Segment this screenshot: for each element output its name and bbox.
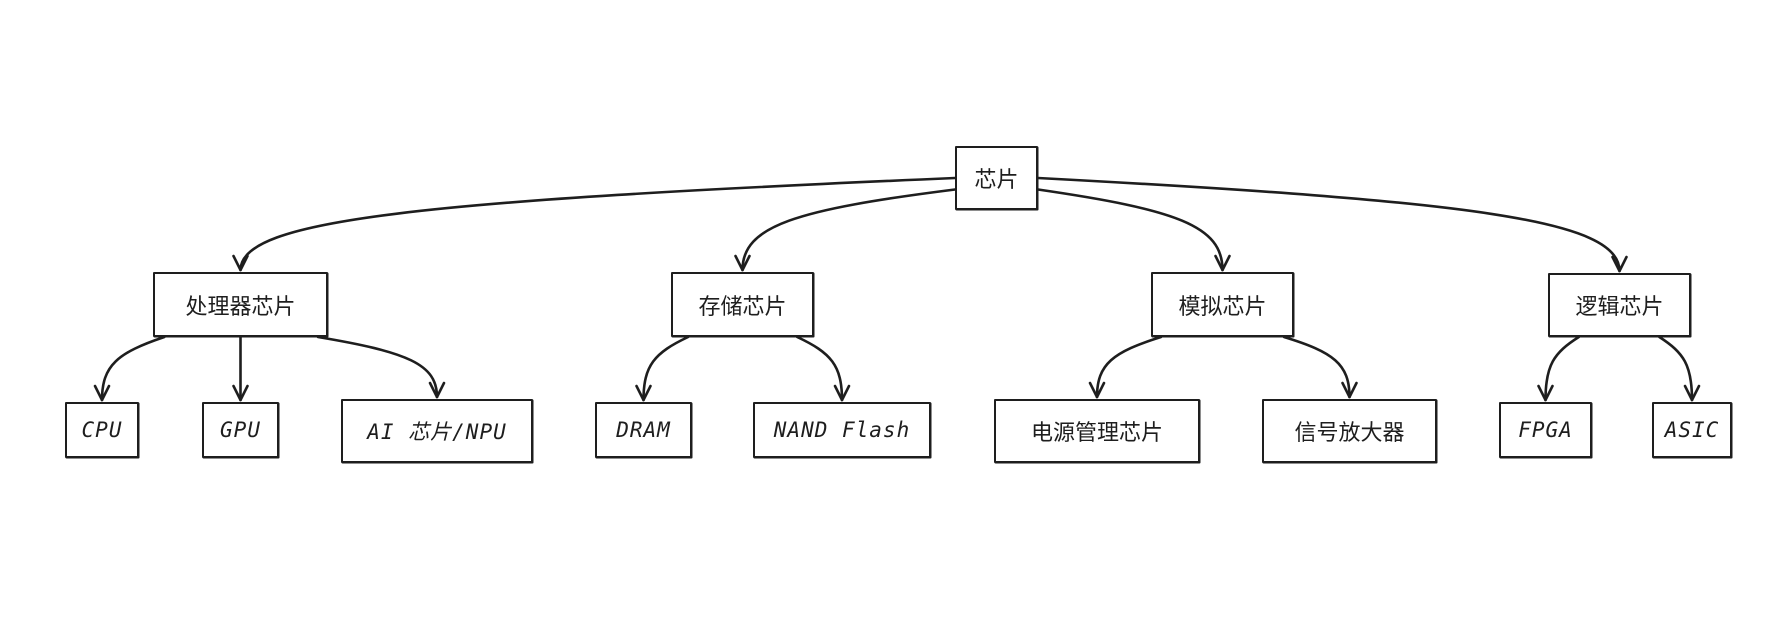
node-label: 电源管理芯片 xyxy=(1030,421,1163,446)
node-ai-npu[interactable]: AI 芯片/NPU xyxy=(341,399,533,463)
node-label: DRAM xyxy=(616,418,671,442)
node-dram[interactable]: DRAM xyxy=(595,402,692,458)
edge-root-to-analog xyxy=(1036,188,1224,272)
node-cpu[interactable]: CPU xyxy=(65,402,139,458)
arrowhead-gpu xyxy=(232,384,249,402)
node-label: ASIC xyxy=(1664,418,1720,442)
edge-processor-to-cpu xyxy=(100,335,166,402)
edge-memory-to-nand xyxy=(795,335,844,402)
arrowhead-processor xyxy=(232,254,249,272)
node-label: 芯片 xyxy=(974,168,1019,193)
arrowhead-asic xyxy=(1683,384,1701,402)
arrowhead-nand xyxy=(833,384,851,402)
node-logic-chip[interactable]: 逻辑芯片 xyxy=(1548,273,1691,337)
arrowhead-dram xyxy=(635,384,652,402)
edge-root-to-logic xyxy=(1036,176,1621,273)
edge-memory-to-dram xyxy=(642,335,690,402)
edge-processor-to-npu xyxy=(316,335,439,399)
arrowhead-fpga xyxy=(1537,384,1554,402)
arrowhead-npu xyxy=(428,381,446,399)
node-label: 存储芯片 xyxy=(698,294,787,320)
node-fpga[interactable]: FPGA xyxy=(1499,402,1592,458)
node-label: FPGA xyxy=(1518,418,1573,442)
edge-analog-to-pmic xyxy=(1095,335,1163,399)
arrowhead-cpu xyxy=(93,384,111,402)
node-label: GPU xyxy=(220,418,261,442)
node-label: 处理器芯片 xyxy=(185,294,296,320)
node-memory-chip[interactable]: 存储芯片 xyxy=(671,272,814,337)
edge-analog-to-amp xyxy=(1282,335,1351,399)
arrowhead-pmic xyxy=(1088,381,1106,399)
node-label: 信号放大器 xyxy=(1294,421,1405,446)
node-asic[interactable]: ASIC xyxy=(1652,402,1732,458)
edge-root-to-memory xyxy=(741,188,957,272)
node-gpu[interactable]: GPU xyxy=(202,402,279,458)
arrowhead-memory xyxy=(734,254,751,272)
node-label: CPU xyxy=(81,418,123,442)
arrowhead-analog xyxy=(1214,254,1231,272)
node-processor-chip[interactable]: 处理器芯片 xyxy=(153,272,328,337)
edge-logic-to-asic xyxy=(1658,335,1694,402)
node-label: AI 芯片/NPU xyxy=(367,420,507,444)
node-label: NAND Flash xyxy=(773,418,911,442)
arrowhead-amp xyxy=(1341,381,1358,399)
node-root-chip[interactable]: 芯片 xyxy=(955,146,1038,210)
node-power-management-chip[interactable]: 电源管理芯片 xyxy=(994,399,1200,463)
node-label: 逻辑芯片 xyxy=(1575,295,1664,320)
node-signal-amplifier[interactable]: 信号放大器 xyxy=(1262,399,1437,463)
edge-logic-to-fpga xyxy=(1544,335,1581,402)
node-analog-chip[interactable]: 模拟芯片 xyxy=(1151,272,1294,337)
node-nand-flash[interactable]: NAND Flash xyxy=(753,402,931,458)
arrowhead-logic xyxy=(1611,255,1628,273)
node-label: 模拟芯片 xyxy=(1178,294,1267,320)
edge-root-to-processor xyxy=(239,176,957,272)
